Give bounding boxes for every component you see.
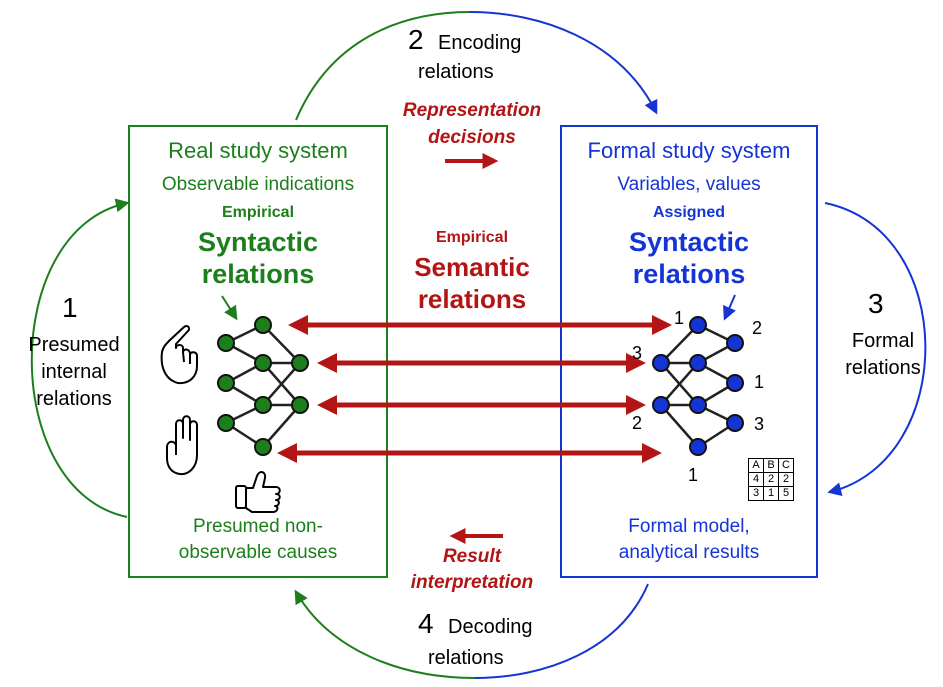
blue-pointer-arrow	[723, 294, 736, 321]
formal-system-subtitle: Variables, values	[617, 174, 761, 195]
mini-table-cell: 1	[763, 486, 779, 501]
three-fingers-hand-icon	[166, 415, 198, 476]
step1-label-line1: Presumed	[28, 334, 120, 356]
empirical-node	[217, 374, 235, 392]
step4-label-line2: relations	[428, 647, 504, 669]
empirical-node	[291, 354, 309, 372]
formal-node	[689, 396, 707, 414]
step4-number: 4	[418, 608, 434, 639]
real-system-big-label-line1: Syntactic	[197, 227, 319, 257]
empirical-network-nodes	[217, 316, 309, 456]
step1-number: 1	[62, 292, 78, 323]
mini-table-cell: 2	[763, 472, 779, 487]
formal-node-label: 3	[632, 343, 643, 363]
formal-node	[726, 374, 744, 392]
formal-node-label: 3	[754, 414, 765, 434]
representation-line2: decisions	[428, 127, 516, 148]
formal-node	[689, 354, 707, 372]
empirical-node	[217, 334, 235, 352]
thumbs-up-icon	[235, 471, 281, 513]
formal-node-label: 1	[754, 372, 765, 392]
arc-encoding-blue	[469, 11, 658, 115]
formal-node-label: 2	[752, 318, 763, 338]
mini-table: A B C 4 2 2 3 1 5	[748, 458, 794, 501]
formal-node	[726, 334, 744, 352]
real-system-title: Real study system	[168, 138, 348, 163]
step2-number: 2	[408, 24, 424, 55]
formal-system-bottom-line2: analytical results	[618, 542, 760, 563]
arc-decoding-blue	[474, 583, 649, 679]
formal-network-nodes	[652, 316, 744, 456]
step3-label-line2: relations	[845, 357, 921, 379]
mini-table-cell: 5	[778, 486, 794, 501]
step1-label-line3: relations	[36, 388, 112, 410]
arc-presumed-relations	[30, 198, 130, 518]
formal-node	[652, 354, 670, 372]
formal-node-label: 1	[688, 465, 699, 485]
real-system-subtitle: Observable indications	[161, 174, 355, 195]
arc-decoding-green	[294, 589, 476, 679]
empirical-network	[225, 323, 301, 449]
step3-number: 3	[868, 288, 884, 319]
real-system-bottom-line2: observable causes	[178, 542, 338, 563]
mini-table-header: C	[778, 458, 794, 473]
formal-node	[726, 414, 744, 432]
formal-system-bottom-line1: Formal model,	[628, 516, 750, 537]
mini-table-cell: 3	[748, 486, 764, 501]
step2-label-line1: Encoding	[438, 32, 522, 54]
formal-system-big-label-line1: Syntactic	[628, 227, 750, 257]
step2-label-line2: relations	[418, 61, 494, 83]
semantic-big-line1: Semantic	[414, 252, 530, 282]
green-pointer-arrow	[221, 295, 238, 321]
mini-table-header: A	[748, 458, 764, 473]
real-system-bottom-line1: Presumed non-	[193, 516, 323, 537]
real-system-small-label: Empirical	[221, 204, 295, 221]
formal-node	[689, 438, 707, 456]
arc-formal-relations	[824, 202, 927, 497]
result-line2: interpretation	[410, 572, 534, 593]
formal-network	[660, 323, 736, 449]
mini-table-cell: 2	[778, 472, 794, 487]
real-system-big-label-line2: relations	[201, 259, 315, 289]
step4-label-line1: Decoding	[448, 616, 533, 638]
empirical-node	[291, 396, 309, 414]
empirical-node	[254, 354, 272, 372]
mini-table-header: B	[763, 458, 779, 473]
formal-system-big-label-line2: relations	[632, 259, 746, 289]
formal-node	[689, 316, 707, 334]
step3-label-line1: Formal	[851, 330, 915, 352]
empirical-node	[254, 316, 272, 334]
data-table-icon: A B C 4 2 2 3 1 5	[748, 458, 794, 501]
mini-table-cell: 4	[748, 472, 764, 487]
formal-node	[652, 396, 670, 414]
result-line1: Result	[442, 546, 502, 567]
empirical-node	[217, 414, 235, 432]
formal-node-label: 1	[674, 308, 685, 328]
representation-line1: Representation	[402, 100, 542, 121]
formal-system-title: Formal study system	[587, 138, 791, 163]
formal-system-small-label: Assigned	[652, 204, 725, 221]
empirical-node	[254, 438, 272, 456]
arc-encoding-green	[295, 11, 471, 121]
step1-label-line2: internal	[41, 361, 107, 383]
formal-system-box	[560, 125, 818, 578]
pointing-hand-icon	[160, 324, 198, 385]
semantic-big-line2: relations	[417, 284, 527, 314]
formal-node-label: 2	[632, 413, 643, 433]
empirical-node	[254, 396, 272, 414]
semantic-small-label: Empirical	[435, 229, 509, 246]
real-system-box	[128, 125, 388, 578]
